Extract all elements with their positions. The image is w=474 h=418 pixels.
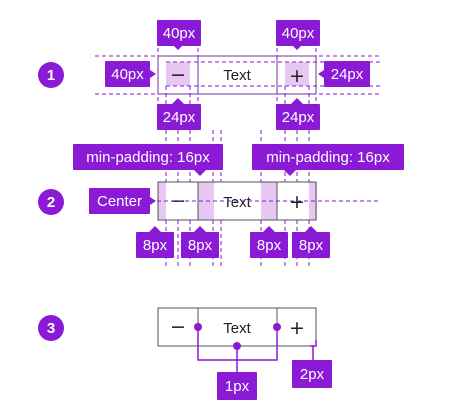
min-padding-left-tag: min-padding: 16px [73, 144, 223, 170]
stroke-callout [197, 327, 317, 372]
button-label: Text [223, 67, 251, 84]
stroke-dot-right [273, 323, 281, 331]
height-24-tag: 24px [324, 61, 370, 87]
plus-area-highlight [285, 62, 309, 86]
width-40-right-tag: 40px [276, 20, 320, 46]
plus-icon: + [289, 317, 305, 339]
plus-icon: + [289, 191, 305, 213]
minus-icon: − [170, 316, 186, 338]
radius-2px-tag: 2px [292, 360, 332, 388]
padding-8-d-tag: 8px [292, 232, 330, 258]
padding-8-a-tag: 8px [136, 232, 174, 258]
width-40-left-tag: 40px [157, 20, 201, 46]
pad-highlight-a [158, 182, 166, 220]
minus-area-highlight [166, 62, 190, 86]
step-number-1: 1 [38, 62, 64, 88]
button-label: Text [223, 320, 251, 337]
plus-icon: + [289, 65, 305, 87]
stroke-dot-left [194, 323, 202, 331]
min-padding-right-tag: min-padding: 16px [252, 144, 404, 170]
icon-24-left-tag: 24px [157, 104, 201, 130]
center-tag: Center [89, 188, 150, 214]
button-label: Text [223, 194, 251, 211]
stroke-1px-tag: 1px [217, 372, 257, 400]
step-number-2: 2 [38, 189, 64, 215]
padding-8-b-tag: 8px [181, 232, 219, 258]
minus-icon: − [170, 64, 186, 86]
padding-8-c-tag: 8px [250, 232, 288, 258]
icon-24-right-tag: 24px [276, 104, 320, 130]
height-40-tag: 40px [105, 61, 150, 87]
guides-connect [165, 130, 310, 182]
step-number-3: 3 [38, 315, 64, 341]
stroke-dot-bottom [233, 342, 241, 350]
